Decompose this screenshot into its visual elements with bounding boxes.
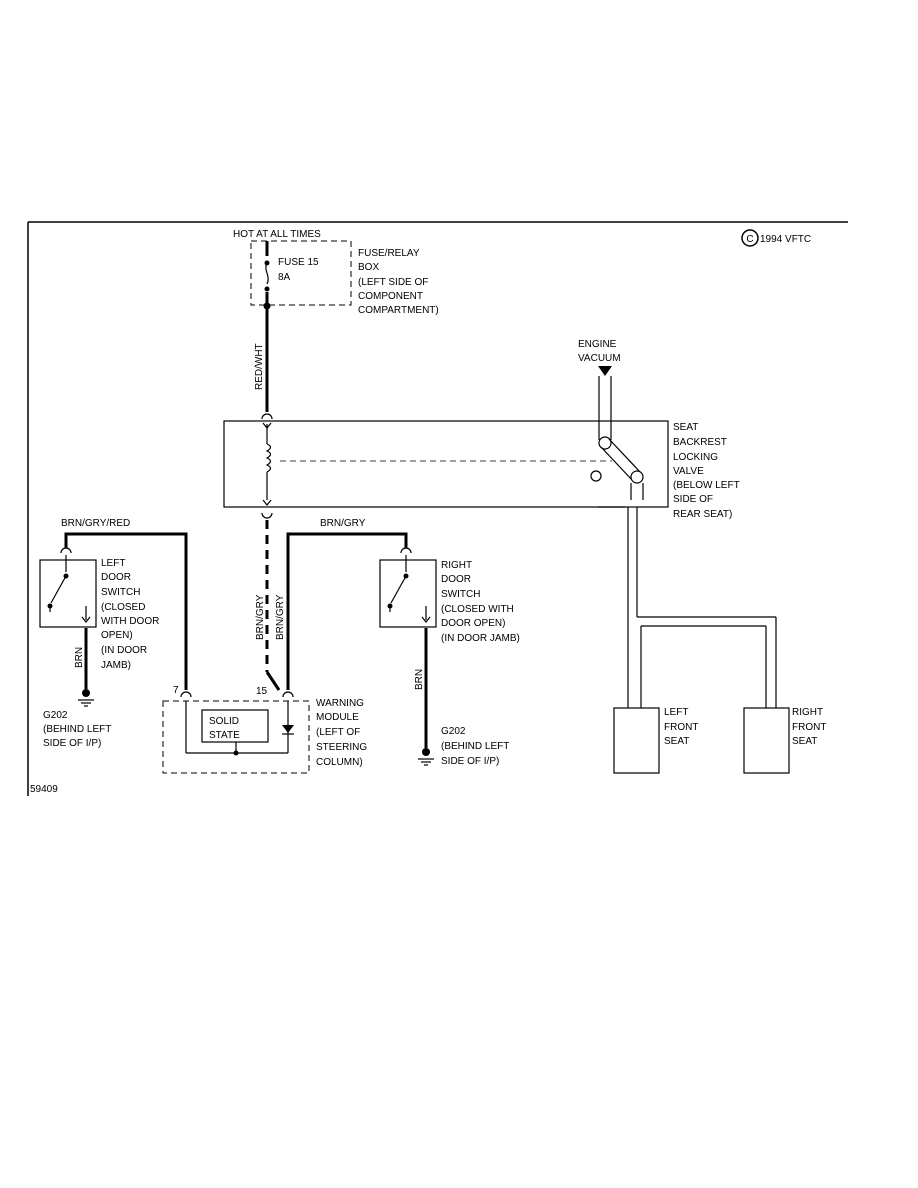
svg-text:DOOR OPEN): DOOR OPEN)	[441, 618, 505, 629]
copyright-symbol: C	[746, 234, 753, 245]
warning-module-outline	[162, 700, 310, 774]
warning-module-label: WARNING MODULE (LEFT OF STEERING COLUMN)	[316, 698, 367, 768]
fuse-15	[263, 241, 271, 412]
right-door-switch-label: RIGHT DOOR SWITCH (CLOSED WITH DOOR OPEN…	[441, 560, 520, 644]
ground-left-symbol	[78, 689, 94, 707]
svg-text:DOOR: DOOR	[441, 574, 471, 585]
module-diode	[282, 725, 294, 735]
svg-text:STEERING: STEERING	[316, 742, 367, 753]
svg-text:SWITCH: SWITCH	[441, 589, 480, 600]
svg-text:BOX: BOX	[358, 262, 379, 273]
left-switch-wire	[60, 532, 188, 690]
svg-text:LOCKING: LOCKING	[673, 452, 718, 463]
copyright-text: 1994 VFTC	[760, 234, 811, 245]
hot-at-all-times-label: HOT AT ALL TIMES	[233, 229, 321, 240]
svg-text:(CLOSED: (CLOSED	[101, 602, 145, 613]
right-front-seat	[743, 707, 790, 774]
svg-text:SEAT: SEAT	[673, 422, 698, 433]
left-door-switch-label: LEFT DOOR SWITCH (CLOSED WITH DOOR OPEN)…	[101, 558, 159, 671]
right-switch-wire	[286, 532, 412, 690]
wire-label-brn-gry-b: BRN/GRY	[275, 594, 286, 640]
copyright-notice: C 1994 VFTC	[741, 229, 811, 247]
svg-text:SIDE OF: SIDE OF	[673, 494, 713, 505]
left-front-seat	[613, 707, 660, 774]
svg-text:ENGINE: ENGINE	[578, 339, 617, 350]
svg-text:G202: G202	[43, 710, 68, 721]
svg-text:G202: G202	[441, 726, 466, 737]
right-door-switch	[379, 559, 437, 628]
vacuum-source-arrow	[598, 366, 612, 376]
right-front-seat-label: RIGHT FRONT SEAT	[792, 707, 826, 747]
svg-text:SIDE OF I/P): SIDE OF I/P)	[441, 756, 499, 767]
left-door-switch	[39, 559, 97, 628]
svg-text:REAR SEAT): REAR SEAT)	[673, 509, 732, 520]
left-door-switch-contacts	[47, 555, 91, 689]
fuse-box-label: FUSE/RELAY BOX (LEFT SIDE OF COMPONENT C…	[358, 248, 439, 316]
wire-label-brn-gry-top: BRN/GRY	[320, 518, 366, 529]
right-door-switch-contacts	[387, 555, 431, 748]
svg-text:(IN DOOR: (IN DOOR	[101, 645, 147, 656]
svg-text:(CLOSED WITH: (CLOSED WITH	[441, 604, 514, 615]
fuse-label-line-1: FUSE 15	[278, 257, 319, 268]
svg-text:COLUMN): COLUMN)	[316, 757, 363, 768]
engine-vacuum-label: ENGINE VACUUM	[578, 339, 621, 364]
svg-text:SEAT: SEAT	[792, 736, 817, 747]
svg-text:FUSE/RELAY: FUSE/RELAY	[358, 248, 420, 259]
svg-text:SOLID: SOLID	[209, 716, 239, 727]
svg-text:WARNING: WARNING	[316, 698, 364, 709]
wire-label-brn-gry-a: BRN/GRY	[255, 594, 266, 640]
module-pin-15: 15	[256, 686, 268, 697]
valve-solenoid	[261, 413, 612, 506]
vacuum-tubing	[598, 366, 777, 708]
svg-text:(IN DOOR JAMB): (IN DOOR JAMB)	[441, 633, 520, 644]
svg-text:VACUUM: VACUUM	[578, 353, 621, 364]
svg-text:OPEN): OPEN)	[101, 630, 133, 641]
locking-valve-box	[223, 420, 669, 508]
valve-label: SEAT BACKREST LOCKING VALVE (BELOW LEFT …	[673, 422, 740, 520]
left-front-seat-label: LEFT FRONT SEAT	[664, 707, 698, 747]
svg-text:SIDE OF I/P): SIDE OF I/P)	[43, 738, 101, 749]
wire-label-brn-right: BRN	[414, 669, 425, 690]
solid-state-label: SOLID STATE	[209, 716, 240, 741]
svg-text:(BEHIND LEFT: (BEHIND LEFT	[441, 741, 509, 752]
svg-text:RIGHT: RIGHT	[441, 560, 472, 571]
svg-text:LEFT: LEFT	[664, 707, 688, 718]
svg-text:FRONT: FRONT	[792, 722, 826, 733]
svg-text:(LEFT SIDE OF: (LEFT SIDE OF	[358, 277, 428, 288]
svg-text:DOOR: DOOR	[101, 572, 131, 583]
ground-left-label: G202 (BEHIND LEFT SIDE OF I/P)	[43, 710, 111, 749]
solid-state-box	[201, 709, 269, 743]
fuse-relay-box-outline	[250, 240, 352, 306]
module-pin-7-connector	[180, 691, 192, 753]
svg-text:(BEHIND LEFT: (BEHIND LEFT	[43, 724, 111, 735]
svg-text:MODULE: MODULE	[316, 712, 359, 723]
svg-text:SWITCH: SWITCH	[101, 587, 140, 598]
svg-text:FRONT: FRONT	[664, 722, 698, 733]
figure-id: 59409	[30, 784, 58, 795]
valve-to-module-wire	[261, 512, 281, 691]
svg-text:COMPONENT: COMPONENT	[358, 291, 423, 302]
fuse-label-line-2: 8A	[278, 272, 291, 283]
copyright-circle	[741, 229, 759, 247]
svg-text:(LEFT OF: (LEFT OF	[316, 727, 360, 738]
svg-text:JAMB): JAMB)	[101, 660, 131, 671]
svg-text:WITH DOOR: WITH DOOR	[101, 616, 159, 627]
svg-text:RIGHT: RIGHT	[792, 707, 823, 718]
svg-text:BACKREST: BACKREST	[673, 437, 727, 448]
wire-label-red-wht: RED/WHT	[254, 343, 265, 390]
wire-label-brn-left: BRN	[74, 647, 85, 668]
module-internal-bus	[186, 742, 288, 756]
wire-label-brn-gry-red: BRN/GRY/RED	[61, 518, 130, 529]
ground-right-symbol	[418, 748, 434, 766]
svg-text:STATE: STATE	[209, 730, 240, 741]
svg-text:VALVE: VALVE	[673, 466, 704, 477]
svg-text:SEAT: SEAT	[664, 736, 689, 747]
svg-text:LEFT: LEFT	[101, 558, 125, 569]
svg-text:(BELOW LEFT: (BELOW LEFT	[673, 480, 740, 491]
module-pin-7: 7	[173, 685, 179, 696]
ground-right-label: G202 (BEHIND LEFT SIDE OF I/P)	[441, 726, 509, 767]
svg-text:COMPARTMENT): COMPARTMENT)	[358, 305, 439, 316]
